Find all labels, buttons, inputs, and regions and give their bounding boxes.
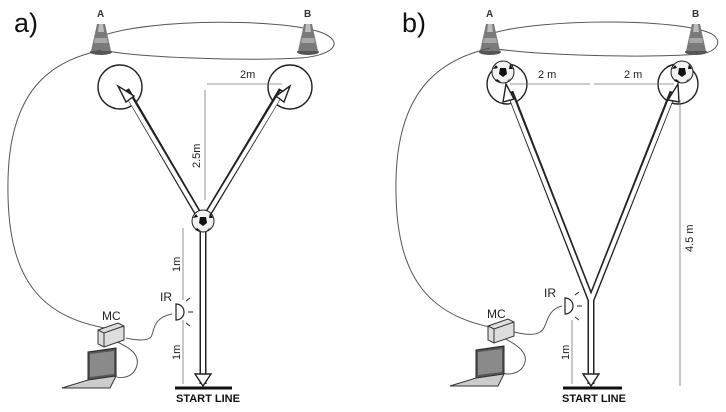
soccer-ball-icon — [670, 60, 694, 84]
wire-mc-to-laptop — [107, 337, 138, 378]
cone-loop-line — [489, 21, 719, 57]
target-circle-b — [267, 64, 313, 110]
dim-left-label: 2 m — [538, 69, 556, 81]
wire-cone-to-mc — [395, 47, 509, 331]
wire-mc-to-laptop — [495, 333, 526, 375]
target-circle-a — [97, 64, 143, 110]
soccer-ball-icon — [491, 60, 515, 84]
dim-lower-label: 1m — [171, 345, 183, 360]
cone-loop-line — [101, 21, 335, 60]
ir-sensor-icon — [564, 291, 582, 321]
control-box-icon — [97, 322, 125, 348]
start-line-label: START LINE — [176, 393, 240, 405]
laptop-icon — [449, 345, 505, 387]
panel-b-label: b) — [402, 8, 426, 38]
laptop-icon — [61, 347, 117, 389]
dim-upper-label: 1m — [171, 257, 183, 272]
cone-b-label: B — [304, 9, 311, 20]
mc-label: MC — [487, 307, 506, 321]
soccer-ball-icon — [191, 209, 215, 233]
dim-width-label: 2m — [240, 69, 255, 81]
panel-b: b) A B 2 m 2 m 4.5 m 1m — [395, 8, 719, 405]
control-box-icon — [487, 318, 515, 344]
arrow-path-icon — [502, 81, 680, 388]
panel-a-label: a) — [14, 8, 38, 38]
cone-a-label: A — [97, 9, 104, 20]
panel-a: a) A B 2m 2.5m 1m 1m — [7, 8, 335, 405]
arrow-path-icon — [116, 84, 292, 388]
wire-ir-to-mc — [513, 305, 563, 335]
cone-a-label: A — [486, 9, 493, 20]
dim-lower-label: 1m — [560, 345, 572, 360]
cone-b-label: B — [692, 9, 699, 20]
ir-label: IR — [544, 286, 556, 300]
dim-depth-label: 2.5m — [191, 144, 203, 168]
ir-label: IR — [160, 290, 172, 304]
cone-icon — [685, 24, 707, 55]
mc-label: MC — [102, 309, 121, 323]
dim-depth-label: 4.5 m — [684, 224, 696, 252]
ir-sensor-icon — [175, 297, 193, 327]
cone-icon — [297, 24, 319, 55]
wire-cone-to-mc — [7, 49, 119, 331]
dim-right-label: 2 m — [624, 69, 642, 81]
wire-ir-to-mc — [125, 313, 173, 341]
start-line-label: START LINE — [562, 393, 626, 405]
